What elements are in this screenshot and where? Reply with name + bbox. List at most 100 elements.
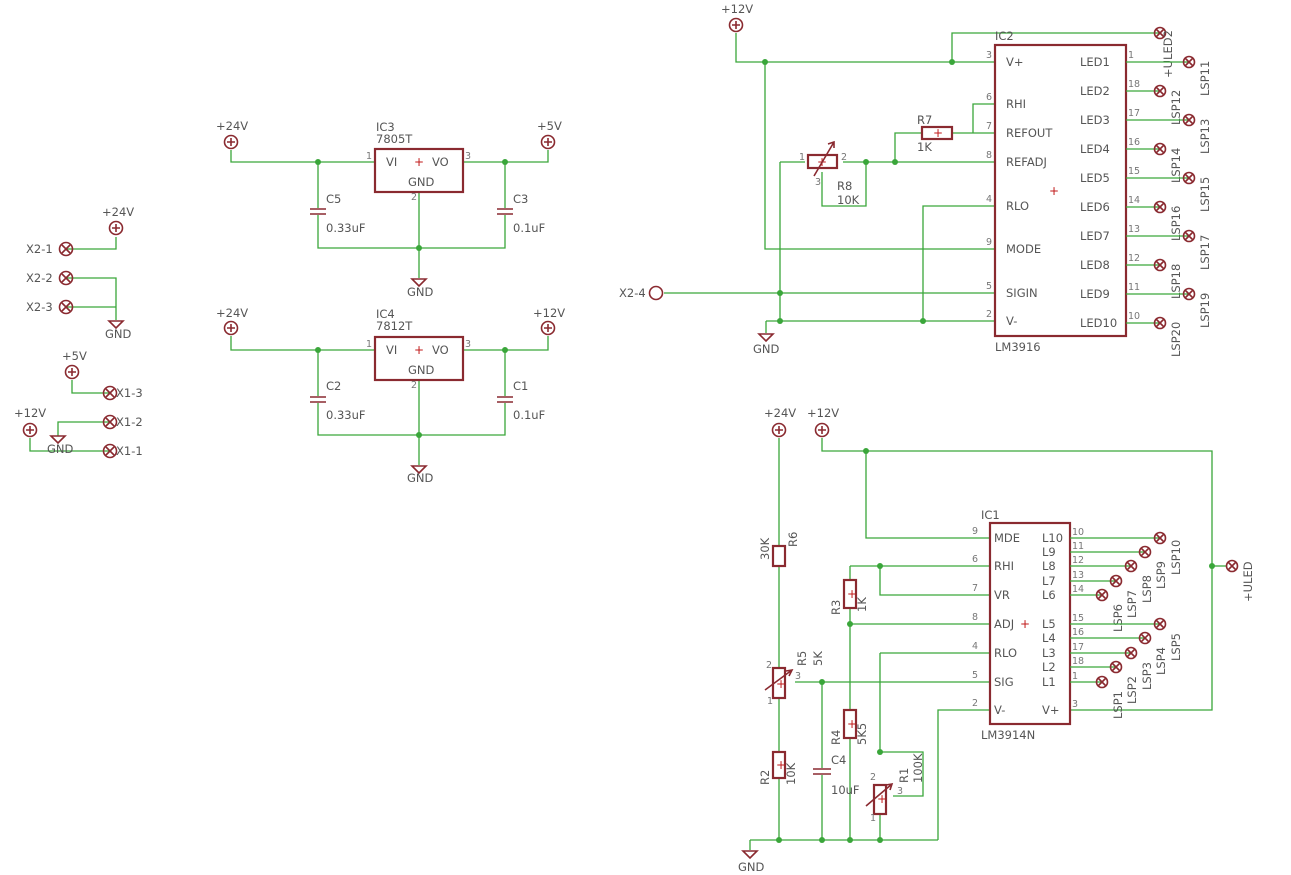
- ic2-lsp-label: LSP20: [1169, 322, 1183, 357]
- ic1-pin-number: 13: [1072, 570, 1084, 581]
- led-speaker-terminal-icon: [1095, 588, 1109, 602]
- led-speaker-terminal-icon: [1138, 545, 1152, 559]
- ic2-pin-number: 17: [1128, 108, 1140, 119]
- svg-text:+: +: [776, 677, 786, 691]
- ic2-lsp-label: LSP12: [1169, 90, 1183, 125]
- x2-4-label: X2-4: [619, 286, 646, 300]
- ic1-pin-name: L8: [1042, 559, 1056, 573]
- r1-pin2: 2: [870, 772, 876, 783]
- ic2-pin-number: 14: [1128, 195, 1140, 206]
- r1-pin1: 1: [870, 813, 876, 824]
- ic2-pin-number: 1: [1128, 50, 1134, 61]
- ic2-pin-name: LED7: [1080, 229, 1110, 243]
- x1-2-label: X1-2: [116, 415, 143, 429]
- ic3-gnd-pin-label: GND: [408, 175, 435, 189]
- led-speaker-terminal-icon: [1182, 229, 1196, 243]
- r2-name: R2: [758, 770, 772, 785]
- ic1-pin-name: L5: [1042, 617, 1056, 631]
- ic2-pin-name: LED6: [1080, 200, 1110, 214]
- ic2-lsp-label: LSP14: [1169, 148, 1183, 183]
- r2-value: 10K: [784, 762, 798, 785]
- ic2-type: LM3916: [995, 340, 1041, 354]
- ic1-pin-name: RHI: [994, 559, 1014, 573]
- ic1-pin-number: 10: [1072, 527, 1084, 538]
- c4-name: C4: [831, 753, 846, 767]
- ic2-pin-number: 6: [986, 92, 992, 103]
- c4-capacitor: [813, 768, 831, 775]
- c3-value: 0.1uF: [513, 221, 545, 235]
- r7-name: R7: [917, 113, 932, 127]
- c3-capacitor: [497, 208, 513, 215]
- ic1-pin-name: L10: [1042, 531, 1063, 545]
- led-speaker-terminal-icon: [1153, 142, 1167, 156]
- ic1-pin-number: 9: [972, 526, 978, 537]
- ic2-lsp-label: LSP13: [1198, 119, 1212, 154]
- ic3-5v-label: +5V: [537, 119, 562, 133]
- ic1-name: IC1: [981, 508, 1000, 522]
- r3-resistor: [842, 578, 858, 610]
- led-speaker-terminal-icon: [1109, 660, 1123, 674]
- ic2-pin-number: 7: [986, 121, 992, 132]
- r7-value: 1K: [917, 140, 932, 154]
- r5-pin2: 2: [766, 660, 772, 671]
- ic2-pin-number: 18: [1128, 79, 1140, 90]
- x1-1-label: X1-1: [116, 444, 143, 458]
- led-speaker-terminal-icon: [1153, 200, 1167, 214]
- ic1-pin-number: 14: [1072, 584, 1084, 595]
- ic2-pin-name: V-: [1006, 314, 1017, 328]
- ic1-pin-name: L9: [1042, 545, 1056, 559]
- ic2-pin-name: RHI: [1006, 97, 1026, 111]
- led-speaker-terminal-icon: [1124, 559, 1138, 573]
- ic1-pin-number: 18: [1072, 656, 1084, 667]
- ic2-pin-number: 13: [1128, 224, 1140, 235]
- ic1-pin-number: 6: [972, 554, 978, 565]
- uled2-label: +ULED2: [1161, 30, 1175, 78]
- ic1-pin-number: 8: [972, 612, 978, 623]
- r8-pin2: 2: [841, 152, 847, 163]
- ground-icon: [757, 333, 775, 343]
- x2-3-label: X2-3: [26, 300, 53, 314]
- r8-pin3: 3: [815, 177, 821, 188]
- ic1-pin-number: 11: [1072, 541, 1084, 552]
- r1-wiper-arrow: [865, 782, 894, 807]
- ic1-pin-name: MDE: [994, 531, 1020, 545]
- c5-name: C5: [326, 192, 341, 206]
- r5-pin3: 3: [795, 671, 801, 682]
- led-speaker-terminal-icon: [1109, 574, 1123, 588]
- ic3-type: 7805T: [376, 132, 413, 146]
- ic1-pin-name: RLO: [994, 646, 1017, 660]
- ic1-pin-number: 3: [1072, 699, 1078, 710]
- ic2-lsp-label: LSP19: [1198, 293, 1212, 328]
- ic2-pin-number: 9: [986, 237, 992, 248]
- svg-text:+: +: [414, 155, 424, 169]
- ic1-pin-name: L1: [1042, 675, 1056, 689]
- ic4-pin3: 3: [465, 339, 471, 350]
- ic1-pin-name: L7: [1042, 574, 1056, 588]
- ic1-pin-name: L4: [1042, 631, 1056, 645]
- ic2-pin-name: V+: [1006, 55, 1024, 69]
- r8-name: R8: [837, 179, 852, 193]
- ic1-pin-number: 2: [972, 698, 978, 709]
- svg-text:+: +: [847, 717, 857, 731]
- c1-value: 0.1uF: [513, 408, 545, 422]
- ic2-pin-name: REFADJ: [1006, 155, 1047, 169]
- r4-value: 5K5: [855, 723, 869, 745]
- r1-name: R1: [897, 768, 911, 783]
- ic1-lsp-label: LSP5: [1169, 633, 1183, 661]
- led-speaker-terminal-icon: [1182, 55, 1196, 69]
- led-speaker-terminal-icon: [1153, 617, 1167, 631]
- r5-value: 5K: [811, 651, 825, 666]
- ic1-pin-name: V-: [994, 703, 1005, 717]
- svg-text:+: +: [847, 587, 857, 601]
- ic4-body: [373, 335, 465, 382]
- ic2-pin-number: 4: [986, 194, 992, 205]
- led-speaker-terminal-icon: [1153, 316, 1167, 330]
- r6-resistor: [771, 544, 787, 568]
- ic1-pin-name: VR: [994, 588, 1010, 602]
- led-speaker-terminal-icon: [1182, 287, 1196, 301]
- ic2-body: [993, 43, 1128, 338]
- r5-potentiometer: [771, 666, 787, 700]
- c2-name: C2: [326, 379, 341, 393]
- ic4-pin2: 2: [411, 380, 417, 391]
